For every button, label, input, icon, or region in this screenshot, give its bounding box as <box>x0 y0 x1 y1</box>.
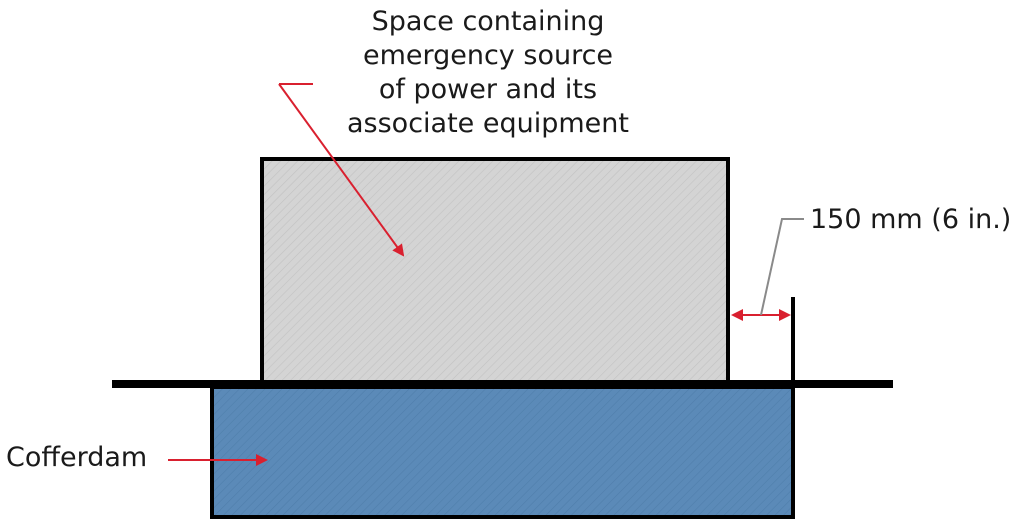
space-label-line-4: associate equipment <box>347 108 629 139</box>
gap-leader-line <box>760 218 804 316</box>
space-arrow <box>278 83 405 257</box>
space-label-line-3: of power and its <box>378 74 598 105</box>
cofferdam-label: Cofferdam <box>6 442 148 473</box>
space-label: Space containing emergency source of pow… <box>330 5 646 141</box>
cofferdam-block <box>210 385 795 519</box>
emergency-power-space-block <box>260 157 730 385</box>
space-label-line-2: emergency source <box>362 40 614 71</box>
space-label-line-1: Space containing <box>371 6 605 37</box>
gap-dimension-label: 150 mm (6 in.) <box>810 204 1012 235</box>
